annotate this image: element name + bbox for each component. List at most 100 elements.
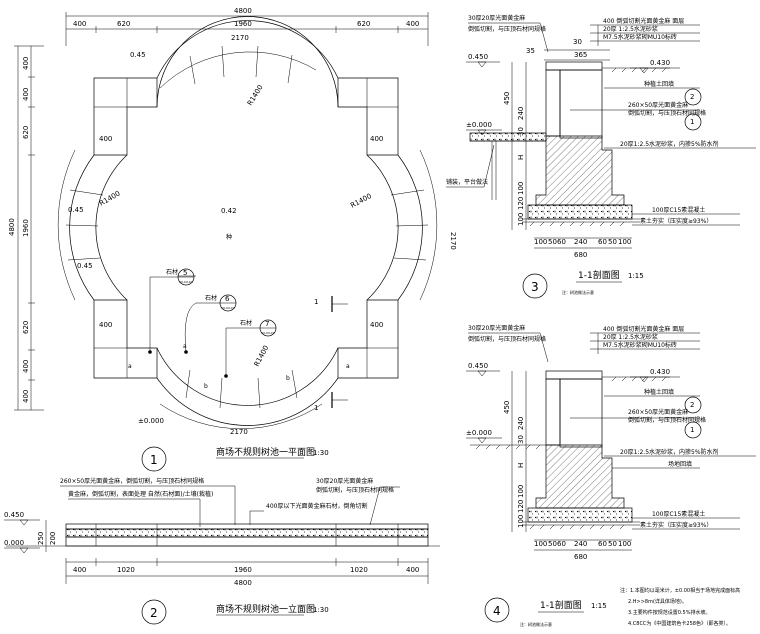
elev-level-000: 0.000 [4, 539, 24, 547]
s3-b-50a: 50 [548, 238, 557, 246]
elev-dim-400-l: 400 [73, 566, 86, 574]
s3-note-top-3: 400 倒弧切割光面黄金麻 面层 [603, 17, 684, 25]
s4-level-430: 0.430 [650, 368, 670, 376]
elev-title: 商场不规则树池一立面图 [216, 603, 315, 615]
s3-b-240: 240 [574, 238, 587, 246]
s3-right-1: 种植土回填 [644, 80, 674, 88]
s4-number-circle [484, 597, 510, 623]
plan-cell-dim-tl: 400 [99, 135, 112, 143]
s4-right-4: 20厚1:2.5水泥砂浆，内掺5%防水剂 [620, 448, 719, 456]
s3-total: 680 [574, 251, 587, 259]
plan-dim-v400-b: 400 [22, 88, 30, 101]
s3-right-5: 100厚C15素混凝土 [652, 206, 705, 214]
callout-6-number: 6 [225, 295, 230, 303]
general-note-3: 3.主要构件按规范设置0.5%排水坡。 [628, 609, 710, 616]
plan-dim-1960: 1960 [234, 20, 252, 28]
plan-total-width: 4800 [234, 7, 252, 15]
callout-7-label: 石材 [240, 319, 252, 327]
s4-h-100b: 100 [517, 515, 525, 528]
s3-h-30: 30 [517, 127, 525, 136]
s3-b-60a: 60 [557, 238, 566, 246]
s4-b-60a: 60 [557, 540, 566, 548]
s3-h-450: 450 [503, 92, 511, 105]
callout-6-label: 石材 [205, 294, 217, 302]
callout-5-number: 5 [183, 269, 187, 277]
section-4: 30厚20厚光面黄金麻 倒弧切割，与压顶石材同规格 400 倒弧切割光面黄金麻 … [466, 324, 756, 627]
plan-left-dimensions: 4800 400 400 620 1960 620 400 400 [8, 45, 44, 411]
s3-scale: 1:15 [628, 272, 644, 280]
plan-radius-top: R1400 [246, 84, 265, 107]
plan-radius-right: R1400 [349, 192, 373, 210]
s3-dim-35: 35 [526, 47, 535, 55]
callout-7-number: 7 [265, 320, 269, 328]
elev-note-4: 黄金麻，倒弧切割，表面处理 自然(石材面)/土壤(栽植) [68, 490, 213, 498]
plan-number-circle [141, 446, 167, 472]
plan-section-mark: 1 1 [314, 296, 348, 412]
plan-cell-dim-bl: 400 [99, 321, 112, 329]
s4-level-000: ±0.000 [466, 429, 492, 437]
elev-level-450: 0.450 [4, 511, 24, 519]
elev-height-250: 250 [37, 532, 45, 545]
plan-title: 商场不规则树池一平面图 [216, 446, 315, 458]
s4-h-120: 120 [517, 500, 525, 513]
plan-dim-620-right: 620 [357, 20, 370, 28]
s4-b-50b: 50 [608, 540, 617, 548]
plan-callout-6: 石材 6 XX-XX-XX [184, 294, 237, 354]
s3-h-120: 120 [517, 197, 525, 210]
elev-note-2: 30厚20厚光面黄金麻 [316, 477, 373, 485]
elev-total: 4800 [234, 579, 252, 587]
s4-b-50a: 50 [548, 540, 557, 548]
s3-note-top-1: 30厚20厚光面黄金麻 [468, 14, 525, 22]
elev-dim-1020-l: 1020 [117, 566, 135, 574]
plan-center-label: 种 [226, 233, 232, 241]
elev-number-circle [141, 599, 167, 625]
elev-scale: 1:30 [313, 606, 329, 614]
plan-letter-b1: b [204, 383, 208, 390]
s3-h-100b: 100 [517, 213, 525, 226]
general-notes: 注：1.本图均以毫米计，±0.00相当于场地完成面标高 2.H>>8m(详具体场… [620, 587, 740, 627]
plan-level-top: 0.45 [130, 51, 146, 59]
s3-h-H: H [517, 155, 525, 160]
s4-h-30: 30 [517, 435, 525, 444]
elev-note-1: 260×50厚光面黄金麻，倒弧切割，与压顶石材同规格 [60, 477, 204, 485]
elev-dim-1020-r: 1020 [350, 566, 368, 574]
plan-callout-5: 石材 5 XX-XX-XX [148, 268, 196, 354]
s4-right-5: 场地回填 [668, 460, 692, 468]
s3-h-240: 240 [517, 107, 525, 120]
plan-dim-2170-bottom: 2170 [230, 428, 248, 436]
section-3: 30厚20厚光面黄金麻 倒弧切割，与压顶石材同规格 400 倒弧切割光面黄金麻 … [446, 14, 756, 299]
s3-title: 1-1剖面图 [578, 269, 620, 281]
s3-b-100b: 100 [618, 238, 631, 246]
plan-dim-400-left: 400 [73, 20, 86, 28]
callout-5-ref: XX-XX-XX [179, 280, 193, 284]
s3-right-4: 20厚1:2.5水泥砂浆，内掺5%防水剂 [620, 140, 719, 148]
s4-b-100b: 100 [618, 540, 631, 548]
plan-number: 1 [150, 453, 158, 467]
s3-note-top-2: 倒弧切割，与压顶石材同规格 [468, 25, 546, 33]
s4-note-top-5: M7.5水泥砂浆砌MU10标砖 [603, 341, 677, 349]
elev-number: 2 [150, 606, 158, 620]
plan-dim-v620-b: 620 [22, 321, 30, 334]
plan-dim-v400-c: 400 [22, 360, 30, 373]
plan-letter-a2: a [183, 343, 187, 350]
elev-dim-1960: 1960 [234, 566, 252, 574]
s4-h-H: H [517, 463, 525, 468]
elev-note-5: 400厚以下光面黄金麻石材，倒角切割 [266, 502, 367, 510]
s3-right-3: 倒弧切割，与压顶石材同规格 [628, 109, 706, 117]
plan-dim-v620-a: 620 [22, 126, 30, 139]
s4-note-top-1: 30厚20厚光面黄金麻 [468, 324, 525, 332]
s3-right-6: 素土夯实（压实度≥93%） [640, 217, 712, 225]
plan-letter-a1: a [128, 363, 132, 370]
elev-dim-400-r: 400 [406, 566, 419, 574]
plan-radius-bottom: R1400 [253, 344, 271, 368]
s4-right-6: 100厚C15素混凝土 [652, 510, 705, 518]
s3-h-100a: 100 [517, 182, 525, 195]
s4-note-top-2: 倒弧切割，与压顶石材同规格 [468, 335, 546, 343]
s4-sub: 注：树池做法示意 [520, 621, 552, 627]
s4-total: 680 [574, 553, 587, 561]
plan-cell-dim-tr: 400 [370, 135, 383, 143]
general-note-4: 4.C8CC为《中国建筑色卡258色》（即各类）。 [628, 620, 731, 627]
s3-left-note: 铺装，平台做法 [446, 178, 488, 186]
s4-h-450: 450 [503, 401, 511, 414]
plan-total-height: 4800 [8, 218, 16, 236]
